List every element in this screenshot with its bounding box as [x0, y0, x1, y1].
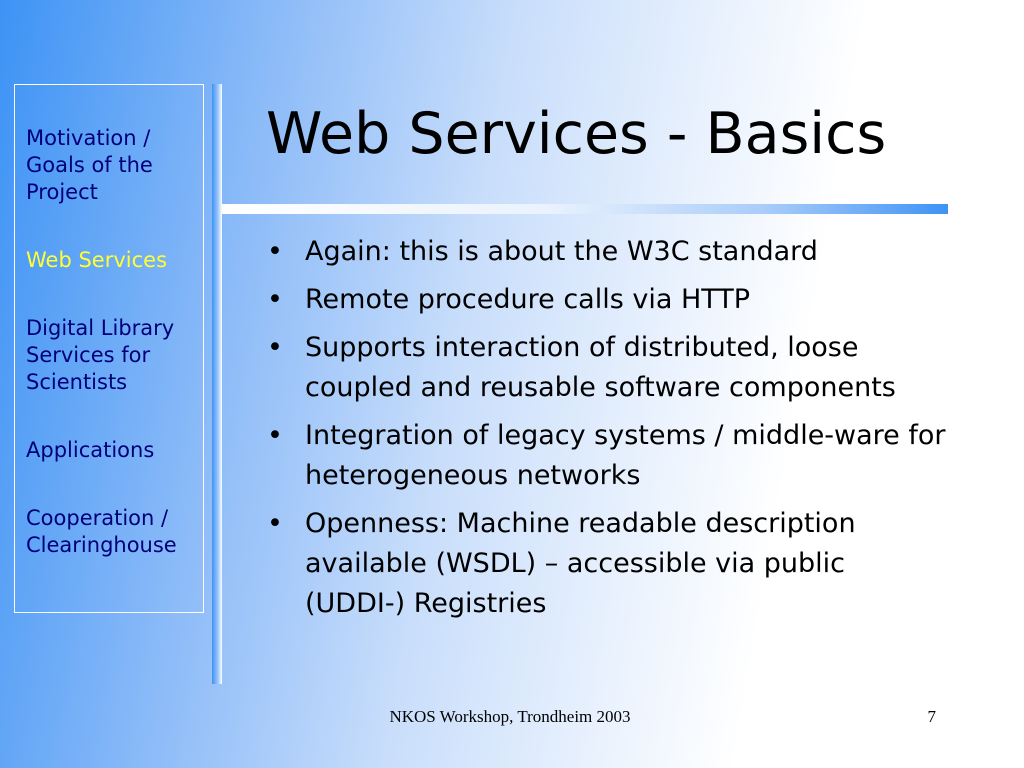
sidebar-item-cooperation[interactable]: Cooperation / Clearinghouse	[26, 506, 177, 557]
bullet-text: Remote procedure calls via HTTP	[305, 284, 751, 315]
sidebar-item-motivation[interactable]: Motivation / Goals of the Project	[26, 126, 153, 204]
bullet-item: • Remote procedure calls via HTTP	[267, 280, 947, 320]
bullet-dot-icon: •	[267, 332, 283, 363]
sidebar-item-digital-library[interactable]: Digital Library Services for Scientists	[26, 316, 175, 394]
sidebar-item-web-services[interactable]: Web Services	[26, 248, 168, 272]
bullet-text: Supports interaction of distributed, loo…	[305, 332, 896, 403]
bullet-text: Again: this is about the W3C standard	[305, 236, 818, 267]
bullet-dot-icon: •	[267, 284, 283, 315]
slide-title: Web Services - Basics	[266, 101, 887, 167]
bullet-item: • Integration of legacy systems / middle…	[267, 416, 947, 496]
sidebar-item-applications[interactable]: Applications	[26, 438, 155, 462]
bullet-text: Integration of legacy systems / middle-w…	[305, 420, 946, 491]
title-underline	[222, 204, 948, 214]
bullet-dot-icon: •	[267, 236, 283, 267]
vertical-divider	[212, 84, 222, 684]
bullet-dot-icon: •	[267, 508, 283, 539]
bullet-item: • Again: this is about the W3C standard	[267, 232, 947, 272]
slide-footer: NKOS Workshop, Trondheim 2003	[389, 707, 631, 726]
bullet-item: • Openness: Machine readable description…	[267, 504, 947, 624]
bullet-item: • Supports interaction of distributed, l…	[267, 328, 947, 408]
bullet-list: • Again: this is about the W3C standard …	[267, 232, 947, 632]
bullet-text: Openness: Machine readable description a…	[305, 508, 856, 619]
bullet-dot-icon: •	[267, 420, 283, 451]
sidebar-nav: Motivation / Goals of the Project Web Se…	[14, 84, 204, 613]
page-number: 7	[927, 707, 937, 726]
